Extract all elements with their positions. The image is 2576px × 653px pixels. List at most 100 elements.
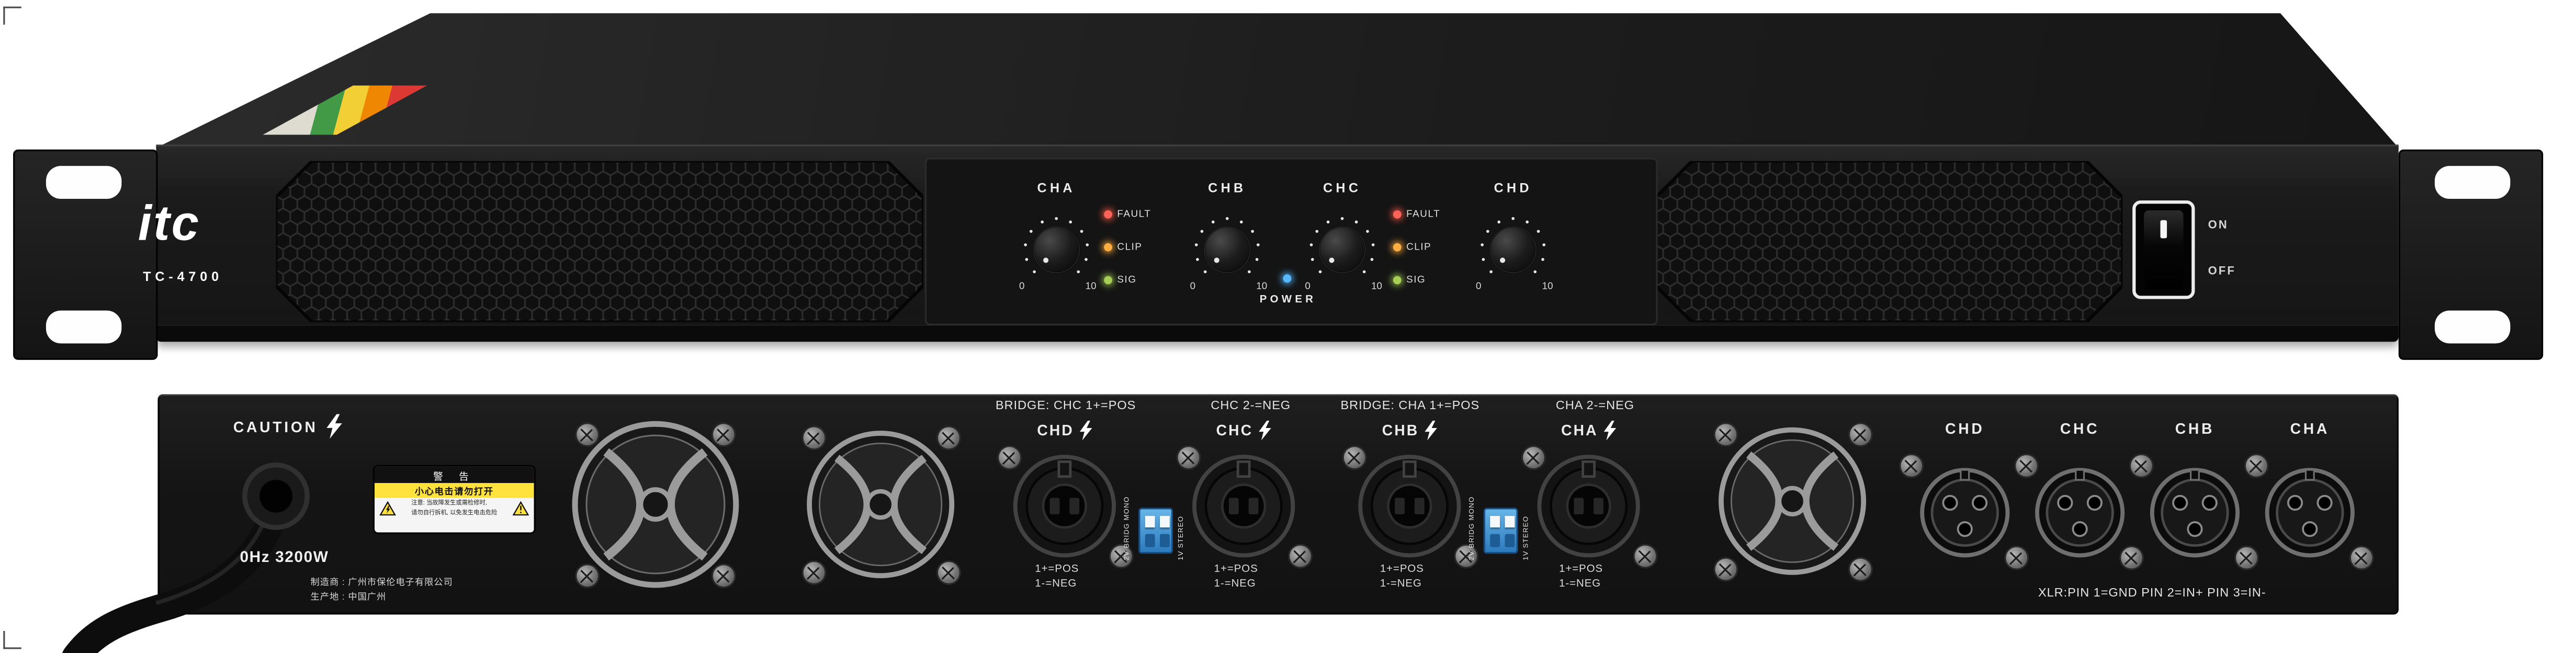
warning-notes: 注意: 当故障发生或需检修时, 请勿自行拆机, 以免发生电击危险 (411, 499, 498, 516)
pin-pos-label: 1+=POS (1035, 564, 1079, 576)
screw (1343, 447, 1365, 468)
speakon-connector-chd (1002, 444, 1127, 569)
dip-stereo-label: 1V STEREO (1176, 515, 1185, 560)
bolt-icon (1603, 421, 1616, 441)
warning-subtitle: 小心电击请勿打开 (374, 483, 534, 498)
rack-mount-slot (2434, 166, 2511, 199)
speakon-connector-chb (1347, 444, 1472, 569)
xlr-label-chc: CHC (2060, 420, 2100, 437)
ventilation-grille-left (276, 161, 923, 322)
gain-knob-cha[interactable] (1020, 213, 1092, 286)
knob-scale-min: 0 (1190, 283, 1196, 292)
pin-pos-label: 1+=POS (1214, 564, 1258, 576)
knob-scale-min: 0 (1305, 283, 1310, 292)
xlr-label-cha: CHA (2290, 420, 2330, 437)
screw (2245, 455, 2267, 477)
dip-bridge-label: 2V BRIDG MONO (1467, 496, 1475, 560)
screw (999, 447, 1021, 468)
crop-mark-bottom-left (3, 631, 21, 649)
fault-led-label: FAULT (1406, 209, 1441, 220)
switch-on-label: ON (2208, 220, 2229, 232)
warning-triangle-exclaim-icon (512, 501, 529, 516)
rack-ear-left (13, 149, 158, 360)
knob-scale-max: 10 (1371, 283, 1383, 292)
power-rating-text: 0Hz 3200W (240, 548, 329, 567)
screw (803, 561, 825, 583)
caution-label: CAUTION (233, 414, 343, 438)
switch-off-label: OFF (2208, 266, 2236, 278)
speakon-label-cha: CHA (1533, 421, 1645, 441)
screw (803, 427, 825, 449)
mode-dip-switch-right[interactable] (1483, 508, 1518, 554)
knob-scale-max: 10 (1256, 283, 1268, 292)
ventilation-grille-right (1656, 161, 2123, 322)
screw (577, 565, 598, 587)
gain-knob-chc[interactable] (1306, 213, 1379, 286)
front-panel-bottom-edge (156, 325, 2399, 342)
knob-scale-max: 10 (1085, 283, 1097, 292)
screw (2006, 547, 2028, 569)
xlr-label-chb: CHB (2175, 420, 2215, 437)
pin-pos-label: 1+=POS (1380, 564, 1424, 576)
pin-neg-label: 1-=NEG (1214, 578, 1256, 590)
clip-led-label: CLIP (1117, 242, 1143, 253)
clip-led-label: CLIP (1406, 242, 1432, 253)
clip-led (1104, 243, 1112, 252)
rocker-mark (2160, 220, 2167, 239)
rack-ear-right (2398, 149, 2544, 360)
power-switch[interactable] (2132, 200, 2195, 299)
pin-neg-label: 1-=NEG (1035, 578, 1077, 590)
xlr-label-chd: CHD (1945, 420, 1985, 437)
speakon-label-chc: CHC (1188, 421, 1300, 441)
screw (938, 427, 959, 449)
gain-knob-chd[interactable] (1477, 213, 1549, 286)
power-led (1283, 274, 1292, 283)
screw (2235, 547, 2257, 569)
channel-label-chc: CHC (1323, 181, 1362, 196)
power-switch-rocker (2144, 210, 2184, 289)
screw (713, 424, 735, 446)
screw (1901, 455, 1923, 477)
screw (577, 424, 598, 446)
screw (2130, 455, 2152, 477)
crop-mark-top-left (3, 6, 21, 25)
high-voltage-bolt-icon (324, 414, 343, 438)
screw (1110, 545, 1132, 567)
speakon-label-chd: CHD (1009, 421, 1121, 441)
bolt-icon (1424, 421, 1437, 441)
screw (1715, 558, 1737, 580)
speakon-connector-cha (1526, 444, 1651, 569)
caution-text: CAUTION (233, 418, 318, 435)
pin-pos-label: 1+=POS (1559, 564, 1603, 576)
signal-led (1393, 276, 1402, 285)
screw (1634, 545, 1656, 567)
channel-label-chb: CHB (1208, 181, 1247, 196)
channel-label-cha: CHA (1037, 181, 1076, 196)
rack-mount-slot (46, 310, 122, 344)
cooling-fan (805, 429, 956, 580)
signal-led-label: SIG (1117, 275, 1137, 285)
screw (1455, 545, 1477, 567)
channel-label-chd: CHD (1494, 181, 1532, 196)
screw (713, 565, 735, 587)
knob-scale-min: 0 (1476, 283, 1482, 292)
mode-dip-switch-left[interactable] (1138, 508, 1173, 554)
bridge-label-left-1: BRIDGE: CHC 1+=POS (996, 397, 1136, 413)
screw (2351, 547, 2372, 569)
warning-triangle-bolt-icon (379, 501, 396, 516)
brand-logo: itc (138, 197, 201, 252)
screw (2016, 455, 2037, 477)
manufacturer-line1: 制造商 : 广州市保伦电子有限公司 (310, 578, 453, 589)
knob-scale-max: 10 (1542, 283, 1553, 292)
cooling-fan (1717, 425, 1868, 577)
gain-knob-chb[interactable] (1191, 213, 1263, 286)
model-number: TC-4700 (143, 269, 223, 285)
screw (938, 561, 959, 583)
power-cord (62, 462, 310, 653)
xlr-pinout-note: XLR:PIN 1=GND PIN 2=IN+ PIN 3=IN- (2038, 584, 2266, 600)
warning-sticker: 警 告 小心电击请勿打开 注意: 当故障发生或需检修时, 请勿自行拆机, 以免发… (374, 466, 534, 533)
screw (2121, 547, 2142, 569)
screw (1523, 447, 1544, 468)
speakon-connector-chc (1181, 444, 1306, 569)
